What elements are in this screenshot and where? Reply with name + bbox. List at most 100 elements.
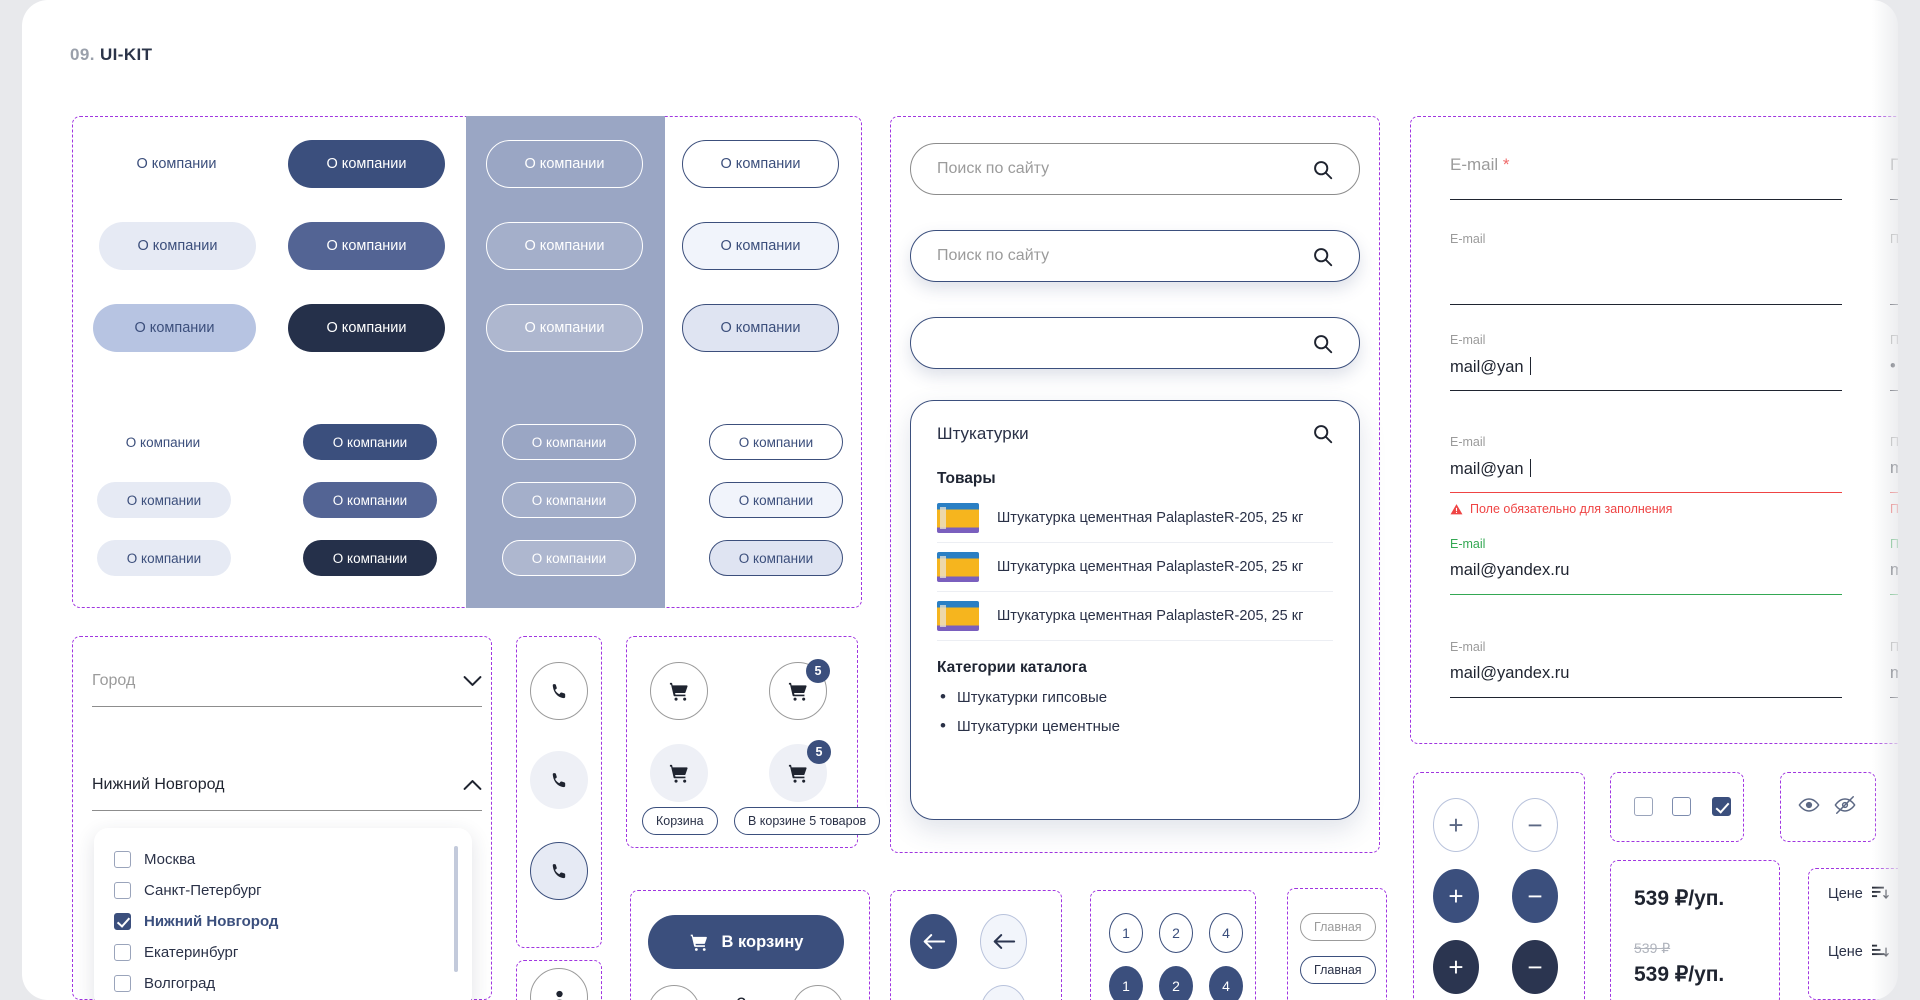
button-primary[interactable]: О компании [288, 140, 445, 188]
phone-button-default[interactable] [530, 662, 588, 720]
email-field-default-large[interactable]: E-mail * [1450, 155, 1842, 201]
page-button-2[interactable]: 2 [1159, 913, 1193, 953]
button-sm-outline-dark-active[interactable]: О компании [709, 540, 843, 576]
checkbox[interactable] [114, 975, 131, 992]
increase-button-active[interactable]: + [1433, 940, 1479, 994]
phone-button-active[interactable] [530, 842, 588, 900]
button-outline-light-hover[interactable]: О компании [486, 222, 643, 270]
arrow-left-button-active[interactable] [910, 914, 957, 969]
email-field-filled[interactable]: E-mail mail@yandex.ru [1450, 640, 1842, 699]
button-outline-light[interactable]: О компании [486, 140, 643, 188]
suggest-product-item[interactable]: Штукатурка цементная PalaplasteR-205, 25… [937, 543, 1333, 592]
password-field-error[interactable]: Пароль mail@yan Пароль [1890, 435, 1898, 516]
button-primary-hover[interactable]: О компании [288, 222, 445, 270]
price-discounted: 539 ₽/уп. [1634, 963, 1725, 986]
city-option-volgograd[interactable]: Волгоград [114, 968, 472, 999]
email-field-success[interactable]: E-mail mail@yandex.ru [1450, 537, 1842, 596]
page-button-4[interactable]: 4 [1209, 913, 1243, 953]
eye-icon[interactable] [1798, 794, 1820, 816]
sort-by-price-desc[interactable]: Цене [1828, 885, 1889, 902]
button-sm-outline-dark[interactable]: О компании [709, 424, 843, 460]
email-label: E-mail * [1450, 155, 1510, 174]
city-option-sankt-peterburg[interactable]: Санкт-Петербург [114, 875, 472, 906]
scrollbar-thumb[interactable] [454, 846, 458, 972]
password-field-default-large[interactable]: Пароль [1890, 155, 1898, 201]
suggest-query-row[interactable]: Штукатурки [937, 423, 1333, 444]
button-sm-outline-dark-hover[interactable]: О компании [709, 482, 843, 518]
cart-button-with-badge[interactable]: 5 [769, 659, 830, 720]
button-outline-dark-active[interactable]: О компании [682, 304, 839, 352]
password-field-typing[interactable]: Пароль ••••••••• [1890, 333, 1898, 392]
email-field-typing[interactable]: E-mail mail@yan [1450, 333, 1842, 392]
checkbox[interactable] [114, 851, 131, 868]
email-value [1450, 256, 1842, 278]
breadcrumb-muted[interactable]: Главная [1300, 913, 1376, 941]
decrease-button-active[interactable]: − [1512, 940, 1558, 994]
breadcrumb[interactable]: Главная [1300, 956, 1376, 984]
button-outline-light-active[interactable]: О компании [486, 304, 643, 352]
eye-off-icon[interactable] [1834, 794, 1856, 816]
checkbox-checked[interactable] [1712, 797, 1731, 816]
checkbox-hover[interactable] [1672, 797, 1691, 816]
increase-button-hover[interactable]: + [1433, 869, 1479, 923]
button-primary-active[interactable]: О компании [288, 304, 445, 352]
chevron-up-icon[interactable] [463, 779, 482, 791]
search-input-hover[interactable]: Поиск по сайту [910, 230, 1360, 282]
email-field-error[interactable]: E-mail mail@yan Поле обязательно для зап… [1450, 435, 1842, 516]
phone-button-hover[interactable] [530, 751, 588, 809]
search-icon[interactable] [1312, 246, 1333, 267]
checkbox[interactable] [114, 882, 131, 899]
suggest-product-item[interactable]: Штукатурка цементная PalaplasteR-205, 25… [937, 494, 1333, 543]
decrease-button-default[interactable]: − [1512, 798, 1558, 852]
button-sm-soft[interactable]: О компании [97, 482, 231, 518]
password-field-filled[interactable]: Пароль mail@yandex.ru [1890, 640, 1898, 699]
button-sm-ghost[interactable]: О компании [97, 424, 229, 460]
arrow-left-button-default[interactable] [980, 914, 1027, 969]
button-sm-primary-active[interactable]: О компании [303, 540, 437, 576]
cart-button-hover[interactable] [650, 744, 708, 802]
page-button-2-active[interactable]: 2 [1159, 966, 1193, 1000]
button-label: О компании [332, 434, 408, 450]
page-button-1[interactable]: 1 [1109, 913, 1143, 953]
page-button-4-active[interactable]: 4 [1209, 966, 1243, 1000]
city-option-moskva[interactable]: Москва [114, 844, 472, 875]
increase-button-default[interactable]: + [1433, 798, 1479, 852]
email-field-default[interactable]: E-mail [1450, 232, 1842, 306]
password-field-default[interactable]: Пароль [1890, 232, 1898, 306]
city-select-expanded[interactable]: Нижний Новгород [92, 776, 482, 812]
add-to-cart-button[interactable]: В корзину [648, 915, 844, 969]
search-icon[interactable] [1312, 333, 1333, 354]
button-soft-active[interactable]: О компании [93, 304, 256, 352]
chevron-down-icon[interactable] [463, 675, 482, 687]
search-icon[interactable] [1312, 159, 1333, 180]
button-sm-primary[interactable]: О компании [303, 424, 437, 460]
button-sm-outline-light[interactable]: О компании [502, 424, 636, 460]
button-outline-dark-hover[interactable]: О компании [682, 222, 839, 270]
search-input-default[interactable]: Поиск по сайту [910, 143, 1360, 195]
checkbox-checked[interactable] [114, 913, 131, 930]
button-sm-outline-light-active[interactable]: О компании [502, 540, 636, 576]
button-sm-soft-active[interactable]: О компании [97, 540, 231, 576]
category-item[interactable]: Штукатурки цементные [937, 716, 1333, 736]
suggest-product-item[interactable]: Штукатурка цементная PalaplasteR-205, 25… [937, 592, 1333, 641]
button-ghost[interactable]: О компании [99, 140, 254, 188]
cart-button-default[interactable] [650, 662, 708, 720]
checkbox[interactable] [114, 944, 131, 961]
checkbox-default[interactable] [1634, 797, 1653, 816]
city-option-nizhniy-novgorod[interactable]: Нижний Новгород [114, 906, 472, 937]
decrease-button-hover[interactable]: − [1512, 869, 1558, 923]
button-soft[interactable]: О компании [99, 222, 256, 270]
button-sm-outline-light-hover[interactable]: О компании [502, 482, 636, 518]
page-button-1-active[interactable]: 1 [1109, 966, 1143, 1000]
search-input-focused[interactable] [910, 317, 1360, 369]
button-outline-dark[interactable]: О компании [682, 140, 839, 188]
category-item[interactable]: Штукатурки гипсовые [937, 687, 1333, 707]
email-label: E-mail [1450, 435, 1486, 449]
search-icon[interactable] [1312, 423, 1333, 444]
password-field-success[interactable]: Пароль mail@yandex.ru [1890, 537, 1898, 596]
button-sm-primary-hover[interactable]: О компании [303, 482, 437, 518]
city-option-ekaterinburg[interactable]: Екатеринбург [114, 937, 472, 968]
sort-by-price-asc[interactable]: Цене [1828, 943, 1889, 960]
city-select-collapsed[interactable]: Город [92, 672, 482, 708]
cart-button-hover-with-badge[interactable]: 5 [769, 740, 831, 802]
